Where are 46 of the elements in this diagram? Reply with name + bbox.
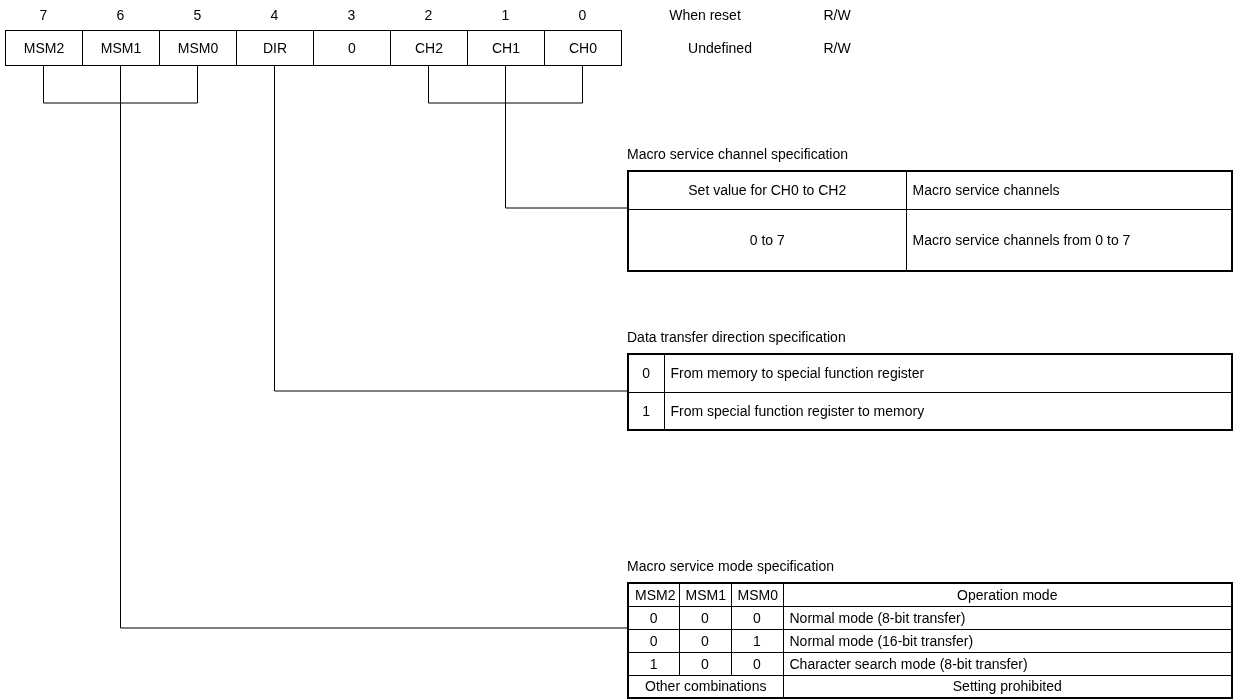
bit-number: 7 — [39, 7, 48, 23]
table-cell: 0 — [679, 606, 731, 629]
reset-value: Undefined — [688, 40, 752, 56]
table-title: Data transfer direction specification — [627, 329, 846, 345]
leader-line — [428, 65, 506, 104]
table-cell: 1 — [628, 652, 679, 675]
leader-line — [120, 65, 121, 104]
access-type: R/W — [823, 40, 851, 56]
column-heading: R/W — [823, 7, 851, 23]
leader-line — [120, 65, 198, 104]
bit-number: 4 — [270, 7, 279, 23]
table-title: Macro service mode specification — [627, 558, 834, 574]
register-bit-cell: CH0 — [544, 30, 622, 66]
register-bit-cell: MSM1 — [82, 30, 160, 66]
table-cell: 0 — [731, 606, 783, 629]
leader-line — [505, 102, 628, 209]
register-bit-cell: CH2 — [390, 30, 468, 66]
register-bit-cell: CH1 — [467, 30, 545, 66]
bit-number: 1 — [501, 7, 510, 23]
table-cell: MSM2 — [628, 583, 679, 606]
column-heading: When reset — [669, 7, 741, 23]
register-bit-cell: MSM2 — [5, 30, 83, 66]
table-cell: MSM1 — [679, 583, 731, 606]
leader-line — [120, 102, 628, 629]
table-cell: 0 — [679, 652, 731, 675]
table-cell: 0 — [628, 354, 664, 392]
table-cell: Set value for CH0 to CH2 — [628, 171, 906, 209]
bit-number: 2 — [424, 7, 433, 23]
table-title: Macro service channel specification — [627, 146, 848, 162]
leader-line — [43, 65, 121, 104]
table-cell: 0 — [679, 629, 731, 652]
table-cell: 0 — [628, 606, 679, 629]
leader-line — [505, 65, 506, 104]
leader-line — [274, 65, 628, 392]
bit-number: 6 — [116, 7, 125, 23]
register-bit-cell: MSM0 — [159, 30, 237, 66]
leader-line — [505, 65, 583, 104]
table-cell: 0 — [731, 652, 783, 675]
table-cell: 1 — [731, 629, 783, 652]
table-cell: MSM0 — [731, 583, 783, 606]
bit-number: 0 — [578, 7, 587, 23]
bit-number: 5 — [193, 7, 202, 23]
register-bit-cell: 0 — [313, 30, 391, 66]
bit-number: 3 — [347, 7, 356, 23]
table-cell: 0 — [628, 629, 679, 652]
register-bit-cell: DIR — [236, 30, 314, 66]
